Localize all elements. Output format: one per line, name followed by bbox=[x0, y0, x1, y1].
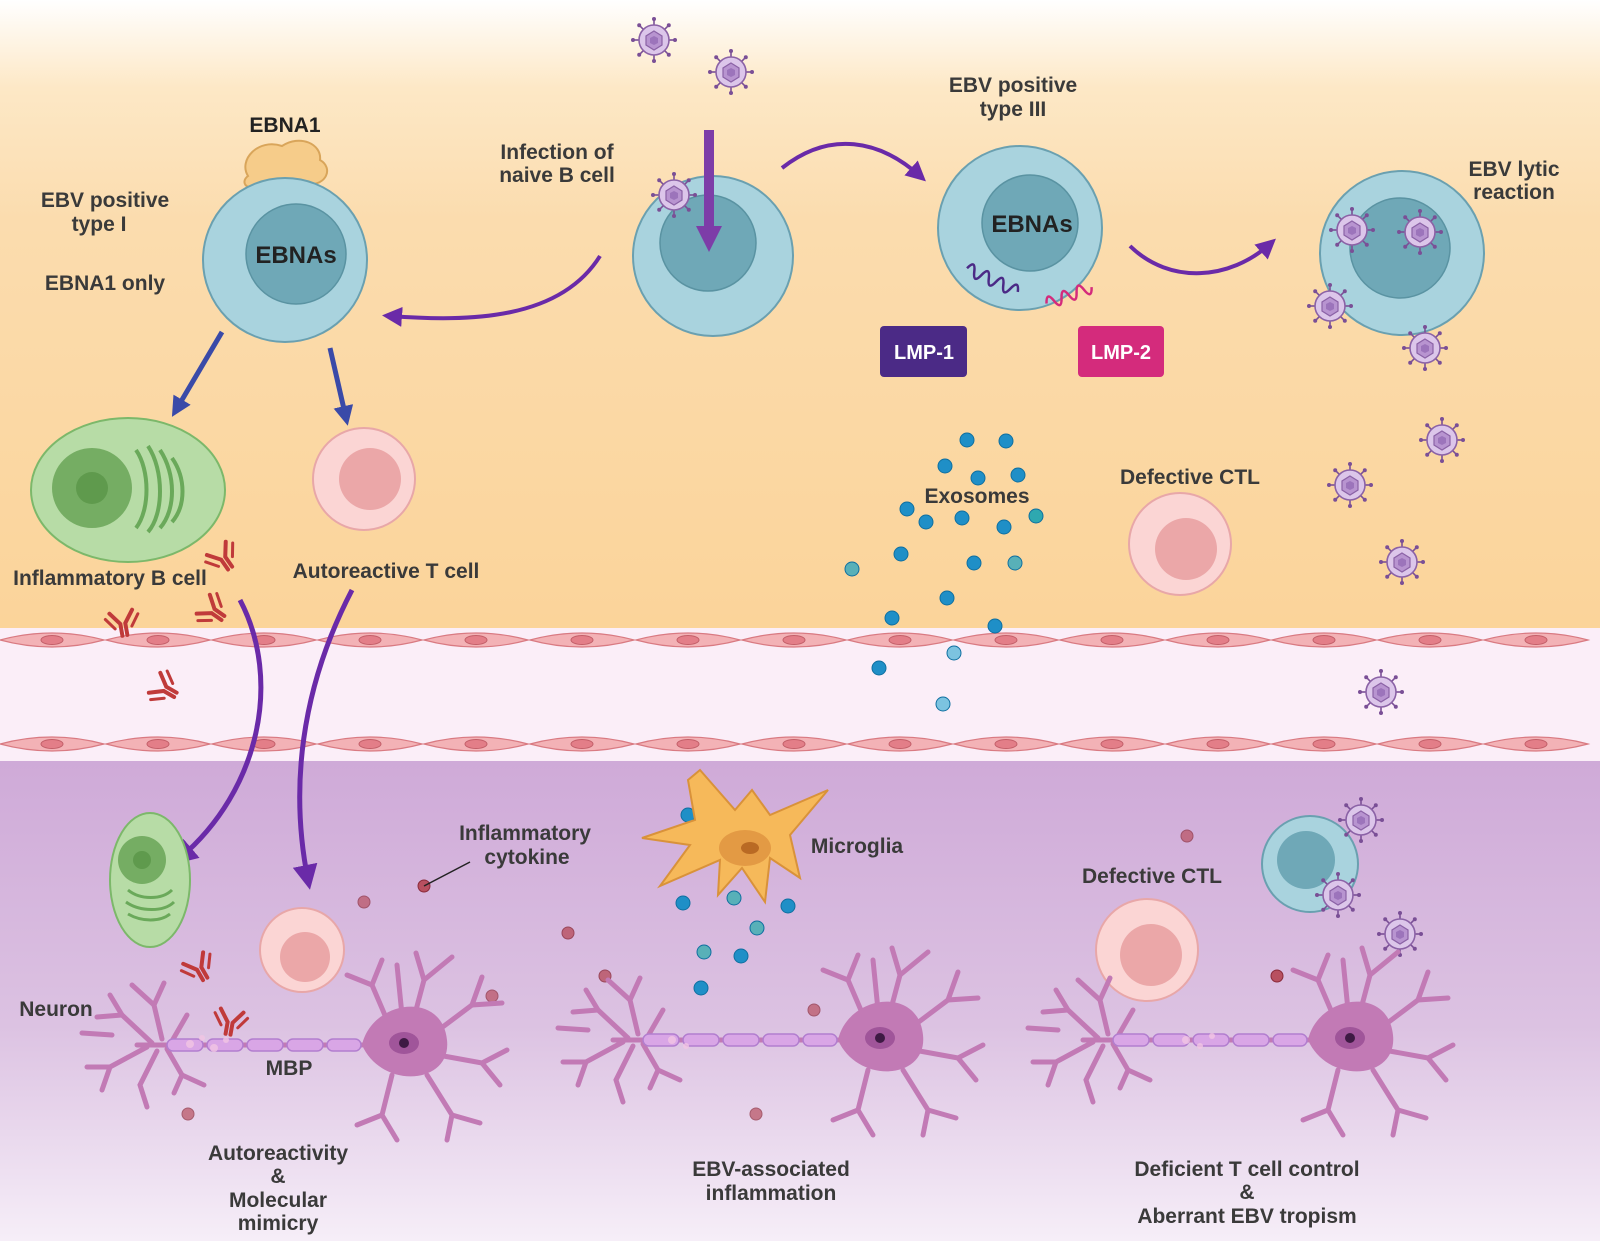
defective-ctl-bottom-label: Defective CTL bbox=[1082, 865, 1222, 888]
lytic-label-line2: reaction bbox=[1473, 181, 1555, 204]
caption2-line2: inflammation bbox=[706, 1182, 837, 1205]
endothelium-upper bbox=[0, 632, 1589, 648]
lytic-b-cell bbox=[1319, 170, 1485, 336]
ebnas-right-label: EBNAs bbox=[991, 211, 1072, 238]
lytic-label-line1: EBV lytic bbox=[1468, 158, 1559, 181]
ebnas-left-label: EBNAs bbox=[255, 242, 336, 269]
cytokine-icon bbox=[181, 829, 1284, 1121]
defective-ctl-top-label: Defective CTL bbox=[1120, 466, 1260, 489]
endothelium-lower bbox=[0, 736, 1589, 752]
exosome-icon bbox=[675, 432, 1044, 996]
infection-label-line1: Infection of bbox=[500, 141, 614, 164]
caption3-line1: Deficient T cell control bbox=[1134, 1158, 1359, 1181]
defective-ctl-bottom bbox=[1095, 898, 1199, 1002]
ebna1-only-label: EBNA1 only bbox=[45, 272, 166, 295]
autoreactive-t-cell bbox=[312, 427, 416, 531]
type1-label-line2: type I bbox=[72, 213, 127, 236]
virus-icon bbox=[650, 171, 698, 219]
cns-autoreactive-t-cell bbox=[259, 907, 345, 993]
lmp1-label: LMP-1 bbox=[894, 342, 954, 364]
myelin-damage-icon bbox=[186, 1033, 1215, 1052]
arrow-to-lytic bbox=[1128, 238, 1276, 276]
arrow-to-inflammatory-b bbox=[171, 330, 225, 417]
caption2-line1: EBV-associated bbox=[692, 1158, 850, 1181]
neuron-label: Neuron bbox=[19, 998, 93, 1021]
caption1-line3: Molecular bbox=[229, 1189, 327, 1212]
exosomes-label: Exosomes bbox=[924, 485, 1029, 508]
arrow-to-type1 bbox=[382, 254, 602, 327]
lmp2-protein-icon bbox=[1045, 284, 1093, 307]
lmp2-badge bbox=[1078, 326, 1164, 377]
defective-ctl-top bbox=[1128, 492, 1232, 596]
caption1-line4: mimicry bbox=[238, 1212, 319, 1235]
type1-label-line1: EBV positive bbox=[41, 189, 169, 212]
microglia-label: Microglia bbox=[811, 835, 904, 858]
cytokine-label-line2: cytokine bbox=[484, 846, 569, 869]
inflammatory-b-cell-label: Inflammatory B cell bbox=[13, 567, 207, 590]
ebna1-label: EBNA1 bbox=[249, 114, 321, 137]
lmp1-badge bbox=[880, 326, 967, 377]
arrow-to-type3 bbox=[780, 141, 926, 182]
arrow-to-autoreactive-t bbox=[327, 347, 354, 426]
mbp-label: MBP bbox=[266, 1057, 313, 1080]
cns-inflammatory-b-cell bbox=[109, 812, 191, 948]
ebv-type3-b-cell bbox=[937, 145, 1103, 311]
caption3-line2: & bbox=[1239, 1181, 1254, 1204]
type3-label-line2: type III bbox=[980, 98, 1047, 121]
ebv-type1-b-cell bbox=[202, 177, 368, 343]
lmp1-protein-icon bbox=[966, 263, 1020, 294]
caption1-line2: & bbox=[270, 1165, 285, 1188]
lmp2-label: LMP-2 bbox=[1091, 342, 1151, 364]
caption3-line3: Aberrant EBV tropism bbox=[1137, 1205, 1356, 1228]
autoreactive-t-cell-label: Autoreactive T cell bbox=[293, 560, 480, 583]
cytokine-pointer bbox=[423, 861, 471, 887]
infection-label-line2: naive B cell bbox=[499, 164, 615, 187]
arrow-b-cell-migration bbox=[172, 598, 264, 865]
cytokine-label-line1: Inflammatory bbox=[459, 822, 591, 845]
caption1-line1: Autoreactivity bbox=[208, 1142, 348, 1165]
inflammatory-b-cell bbox=[30, 417, 226, 563]
arrow-t-cell-migration bbox=[292, 588, 355, 890]
type3-label-line1: EBV positive bbox=[949, 74, 1077, 97]
microglia-icon bbox=[641, 768, 829, 905]
